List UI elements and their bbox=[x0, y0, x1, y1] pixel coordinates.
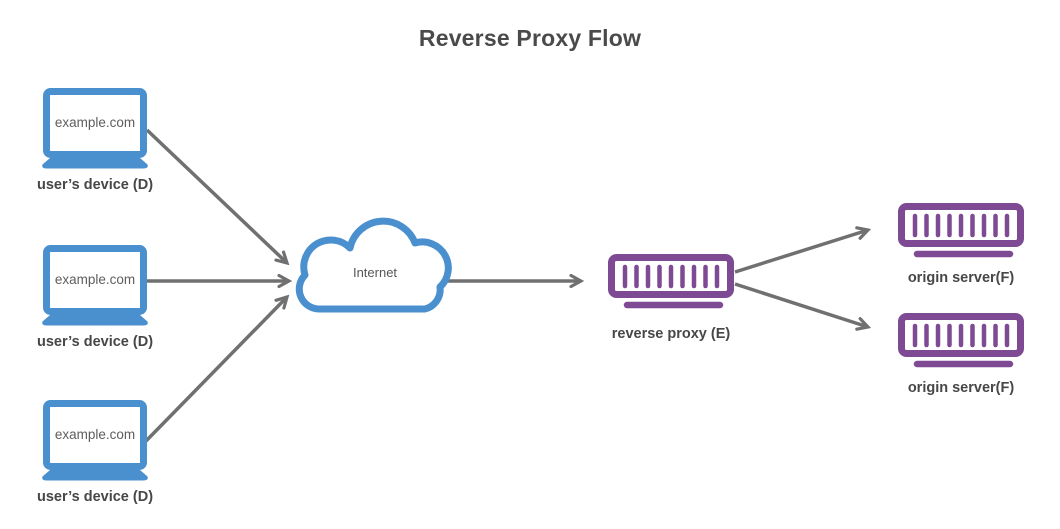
origin-server-label: origin server(F) bbox=[907, 270, 1015, 286]
laptop-icon bbox=[42, 249, 148, 326]
arrow-proxy-to-origin1 bbox=[734, 230, 868, 274]
cloud-label: Internet bbox=[352, 265, 398, 280]
server-icon bbox=[612, 258, 731, 306]
device-screen-url: example.com bbox=[54, 272, 136, 287]
device-label: user’s device (D) bbox=[36, 489, 154, 505]
device-label: user’s device (D) bbox=[36, 177, 154, 193]
proxy-label: reverse proxy (E) bbox=[611, 326, 731, 342]
diagram-title: Reverse Proxy Flow bbox=[418, 25, 642, 51]
arrow-device1-to-internet bbox=[145, 128, 287, 263]
device-screen-url: example.com bbox=[54, 427, 136, 442]
arrows bbox=[144, 128, 868, 443]
origin-server-label: origin server(F) bbox=[907, 380, 1015, 396]
server-icon bbox=[902, 207, 1021, 255]
device-screen-url: example.com bbox=[54, 115, 136, 130]
server-icon bbox=[902, 317, 1021, 365]
cloud-icon bbox=[295, 217, 452, 313]
arrow-device3-to-internet bbox=[144, 297, 287, 443]
laptop-icon bbox=[42, 404, 148, 481]
arrow-proxy-to-origin2 bbox=[734, 282, 868, 327]
laptop-icon bbox=[42, 92, 148, 169]
device-label: user’s device (D) bbox=[36, 334, 154, 350]
